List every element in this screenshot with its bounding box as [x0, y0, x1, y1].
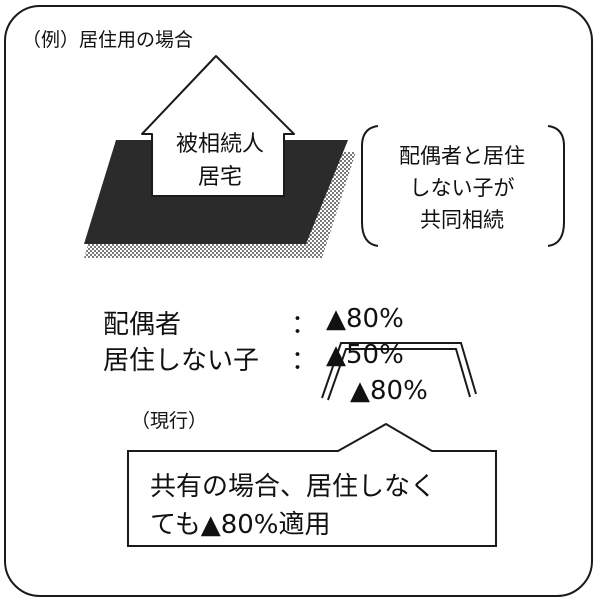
non-resident-child-new-rate: ▲80% — [350, 376, 428, 406]
heirs-line3: 共同相続 — [420, 208, 504, 232]
spouse-label: 配偶者 — [103, 310, 182, 340]
callout-line1: 共有の場合、居住しなく — [150, 472, 437, 502]
callout-bubble — [127, 422, 497, 547]
non-resident-child-label: 居住しない子 — [103, 346, 260, 376]
left-brace — [361, 125, 379, 247]
diagram-title: （例）居住用の場合 — [22, 29, 194, 51]
strike-mark — [321, 342, 477, 401]
spouse-rate: ▲80% — [326, 304, 404, 334]
house-label: 被相続人 居宅 — [156, 128, 284, 194]
diagram-frame — [4, 5, 593, 597]
non-resident-child-colon: ： — [291, 346, 318, 376]
right-brace — [547, 125, 565, 247]
house-label-line1: 被相続人 — [175, 132, 264, 157]
heirs-line2: しない子が — [409, 176, 515, 200]
spouse-colon: ： — [291, 310, 318, 340]
current-label: （現行） — [131, 410, 208, 432]
callout-line2: ても▲80%適用 — [150, 510, 331, 540]
heirs-description: 配偶者と居住 しない子が 共同相続 — [366, 140, 558, 236]
house-label-line2: 居宅 — [197, 165, 242, 190]
non-resident-child-old-rate: ▲50% — [326, 340, 404, 370]
callout-text: 共有の場合、居住しなく ても▲80%適用 — [150, 468, 490, 544]
house-outline — [141, 55, 295, 197]
heirs-line1: 配偶者と居住 — [399, 144, 525, 168]
